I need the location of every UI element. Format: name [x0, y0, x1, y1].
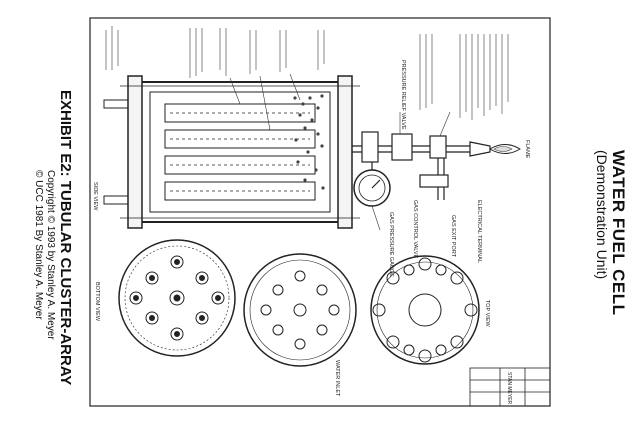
label-side-view: SIDE VIEW — [92, 182, 98, 211]
side-view-cell — [103, 75, 360, 229]
title-block-company: STAN MEYER — [506, 372, 512, 405]
gas-bubbles — [293, 94, 325, 190]
label-flame: FLAME — [524, 140, 530, 159]
pressure-gauge — [353, 162, 391, 207]
title-block — [469, 367, 551, 407]
copyright-line-2: © UCC 1981 By Stanley A. Meyer — [33, 170, 44, 320]
copyright-line-1: Copyright © 1993 by Stanley A. Meyer — [45, 170, 56, 340]
top-view-plate — [370, 255, 480, 365]
flame-icon — [489, 144, 521, 154]
label-pressure-relief-valve: PRESSURE RELIEF VALVE — [400, 60, 406, 130]
bottom-view-plate — [118, 239, 236, 357]
leader-lines — [229, 73, 451, 231]
page-title: WATER FUEL CELL — [609, 150, 628, 316]
label-water-inlet: WATER INLET — [334, 360, 340, 397]
label-gas-exit-port: GAS EXIT PORT — [450, 215, 456, 257]
label-electrical-terminal: ELECTRICAL TERMINAL — [476, 200, 482, 263]
label-gas-pressure-gauge: GAS PRESSURE GAUGE — [388, 212, 394, 277]
label-gas-control-valve: GAS CONTROL VALVE — [412, 200, 418, 259]
label-bottom-view: BOTTOM VIEW — [94, 282, 100, 322]
page-subtitle: (Demonstration Unit) — [594, 150, 610, 280]
gas-line — [352, 131, 491, 200]
mid-view-plate — [243, 253, 357, 367]
exhibit-title: EXHIBIT E2: TUBULAR CLUSTER-ARRAY — [57, 90, 74, 386]
label-top-view: TOP VIEW — [484, 300, 490, 327]
handwritten-notes — [105, 26, 509, 120]
sheet-border — [89, 17, 551, 407]
